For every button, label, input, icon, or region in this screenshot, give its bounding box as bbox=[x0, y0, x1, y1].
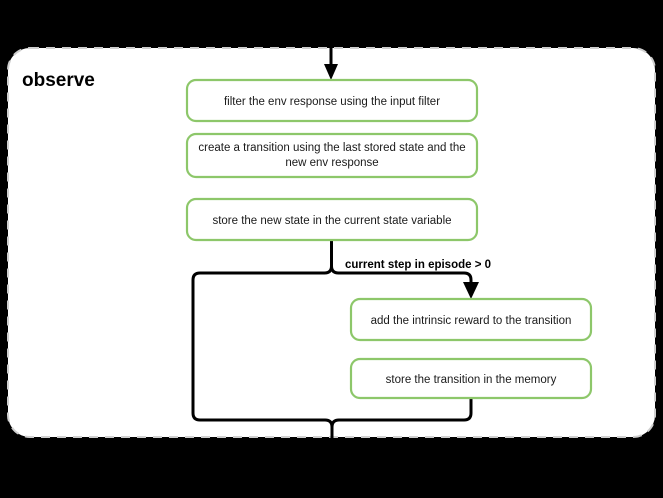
node-store-new-state[interactable]: store the new state in the current state… bbox=[185, 197, 479, 242]
node-filter-env-response[interactable]: filter the env response using the input … bbox=[185, 78, 479, 123]
merge-edge-right bbox=[330, 398, 473, 428]
node-add-intrinsic-reward[interactable]: add the intrinsic reward to the transiti… bbox=[349, 297, 593, 342]
observe-title: observe bbox=[22, 70, 95, 91]
branch-condition-label: current step in episode > 0 bbox=[345, 259, 491, 271]
node-label-line-2: new env response bbox=[285, 157, 378, 169]
entry-edge bbox=[324, 28, 338, 80]
node-store-transition-memory[interactable]: store the transition in the memory bbox=[349, 357, 593, 400]
node-label: store the transition in the memory bbox=[386, 374, 557, 386]
bypass-edge-left bbox=[191, 265, 334, 445]
node-label: store the new state in the current state… bbox=[212, 215, 451, 227]
node-create-transition[interactable]: create a transition using the last store… bbox=[185, 132, 479, 179]
node-label: add the intrinsic reward to the transiti… bbox=[371, 315, 572, 327]
node-label: filter the env response using the input … bbox=[224, 96, 440, 108]
node-label-line-1: create a transition using the last store… bbox=[198, 142, 465, 154]
